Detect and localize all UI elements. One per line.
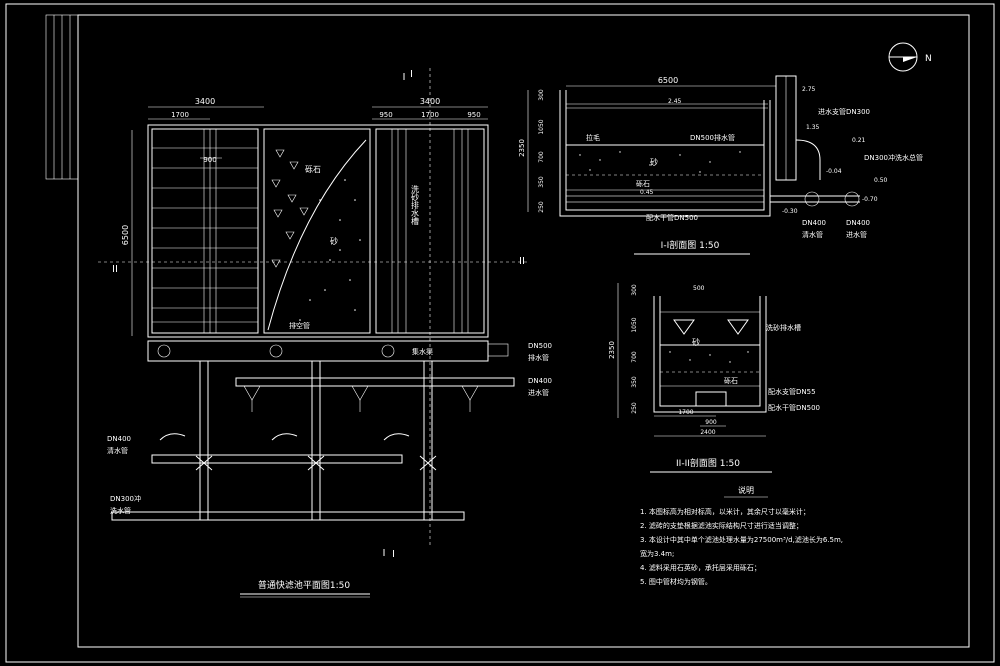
plan-label-drain: 排水管 [528,353,549,362]
s1-elev-021: 0.21 [852,137,866,144]
plan-left-cell-grid [152,129,258,333]
s1-dim-250: 250 [538,201,545,213]
s1-dim-2350: 2350 [518,139,526,157]
plan-label-washtrough: 洗砂排水槽 [411,184,420,226]
note-5: 5. 图中管材均为钢管。 [640,577,712,586]
s1-dim-350: 350 [538,176,545,188]
s2-label-branch: 配水支管DN55 [768,387,816,396]
dim-right-width: 3400 [420,97,440,106]
s2-dim-250: 250 [631,402,638,414]
s1-title: I-I剖面图 1:50 [661,239,720,251]
s2-dim-900: 900 [705,419,717,426]
dim-1700: 1700 [171,111,189,119]
s1-label-backwash: DN300冲洗水总管 [864,153,923,162]
s1-elev-245: 2.45 [668,98,682,105]
plan-label-dn300: DN300冲 [110,494,141,503]
section-mark-right: II [519,256,525,267]
s1-dim-300: 300 [538,89,545,101]
north-arrow-icon: N [888,42,932,72]
plan-label-inlet: 进水管 [528,388,549,397]
note-3b: 宽为3.4m; [640,549,674,558]
s2-dim-700: 700 [631,351,638,363]
note-2: 2. 滤砖的支垫根据滤池实际结构尺寸进行适当调整； [640,521,803,530]
s1-elev-275: 2.75 [802,86,816,93]
plan-label-wash: 洗水管 [110,506,131,515]
s1-label-gravel: 砾石 [636,179,650,188]
s1-sand-dots [579,151,741,173]
plan-label-dn400-in: DN400 [528,377,552,385]
plan-title: 普通快滤池平面图1:50 [258,579,350,591]
s2-dim-500: 500 [693,285,705,292]
s2-dim-350: 350 [631,376,638,388]
s1-elev-070: -0.70 [862,196,878,203]
s1-dim-700: 700 [538,151,545,163]
section-mark-left: II [112,264,118,275]
s1-label-inlet: 进水管 [846,230,867,239]
section-2-view: 2350 300 1050 700 350 250 500 砂 砾石 洗砂排水槽… [608,283,820,473]
note-4: 4. 滤料采用石英砂，承托层采用砾石； [640,563,761,572]
plan-label-clear: 清水管 [107,446,128,455]
plan-gravel-triangles [271,149,309,268]
dim-1700b: 1700 [421,111,439,119]
s1-dim-1050: 1050 [538,119,545,134]
s1-label-dn400-b: DN400 [846,219,870,227]
section-mark-bottom: I [392,549,395,560]
note-1: 1. 本图标高为相对标高，以米计，其余尺寸以毫米计； [640,507,810,516]
s1-elev-045: 0.45 [640,189,654,196]
s1-label-sand: 砂 [650,157,658,167]
s1-elev-050: 0.50 [874,177,888,184]
north-label: N [925,54,932,64]
binding-strip [45,14,79,180]
plan-right-cell [391,129,469,333]
s2-dim-1700: 1700 [678,409,693,416]
plan-piping [111,361,515,521]
section-1-view: 6500 2350 300 1050 700 350 250 2.45 0.45 [518,75,923,255]
s2-dim-2350: 2350 [608,341,616,359]
plan-label-gravel: 砾石 [305,164,321,174]
s1-label-branch: 进水支管DN300 [818,107,870,116]
s2-label-sand: 砂 [692,337,700,347]
plan-view: I I II II 3400 1700 3400 950 1700 950 90… [98,68,552,598]
s1-elev-004: -0.04 [826,168,842,175]
plan-basin-outline [147,124,489,338]
s2-dim-300: 300 [631,284,638,296]
plan-label-sand: 砂 [330,236,338,246]
s2-dim-2400: 2400 [700,429,715,436]
s2-title: II-II剖面图 1:50 [676,457,740,469]
dim-height: 6500 [121,225,130,245]
plan-label-collect: 集水渠 [412,347,433,356]
s2-sand-dots [669,351,749,363]
plan-label-dn400-out: DN400 [107,435,131,443]
plan-inlet-valves [243,385,479,412]
s1-label-main: 配水干管DN500 [646,213,698,222]
s2-label-washtrough: 洗砂排水槽 [766,323,801,332]
s1-elev-135: 1.35 [806,124,820,131]
sheet-outer-border [5,3,995,663]
notes-block: 说明 1. 本图标高为相对标高，以米计，其余尺寸以毫米计； 2. 滤砖的支垫根据… [640,485,843,586]
plan-label-air-pipe: 排空管 [289,321,310,330]
notes-heading: 说明 [738,485,754,495]
dim-left-width: 3400 [195,97,215,106]
s1-elev-030: -0.30 [782,208,798,215]
s1-label-dn400-a: DN400 [802,219,826,227]
note-3: 3. 本设计中其中单个滤池处理水量为27500m³/d,滤池长为6.5m, [640,535,843,544]
s1-label-gauge: 拉毛 [586,133,600,142]
s1-label-dn500: DN500排水管 [690,133,735,142]
s1-dim-length: 6500 [658,76,678,85]
plan-sand-dots [299,179,361,321]
section-mark-top: I [410,69,413,80]
s2-label-main: 配水干管DN500 [768,403,820,412]
plan-label-dn500: DN500 [528,342,552,350]
dim-950b: 950 [467,111,480,119]
s2-label-gravel: 砾石 [724,376,738,385]
s2-dim-1050: 1050 [631,317,638,332]
dim-950a: 950 [379,111,392,119]
sheet-inner-border [77,14,970,648]
s1-label-clear: 清水管 [802,230,823,239]
plan-pipe-gallery [147,340,489,362]
